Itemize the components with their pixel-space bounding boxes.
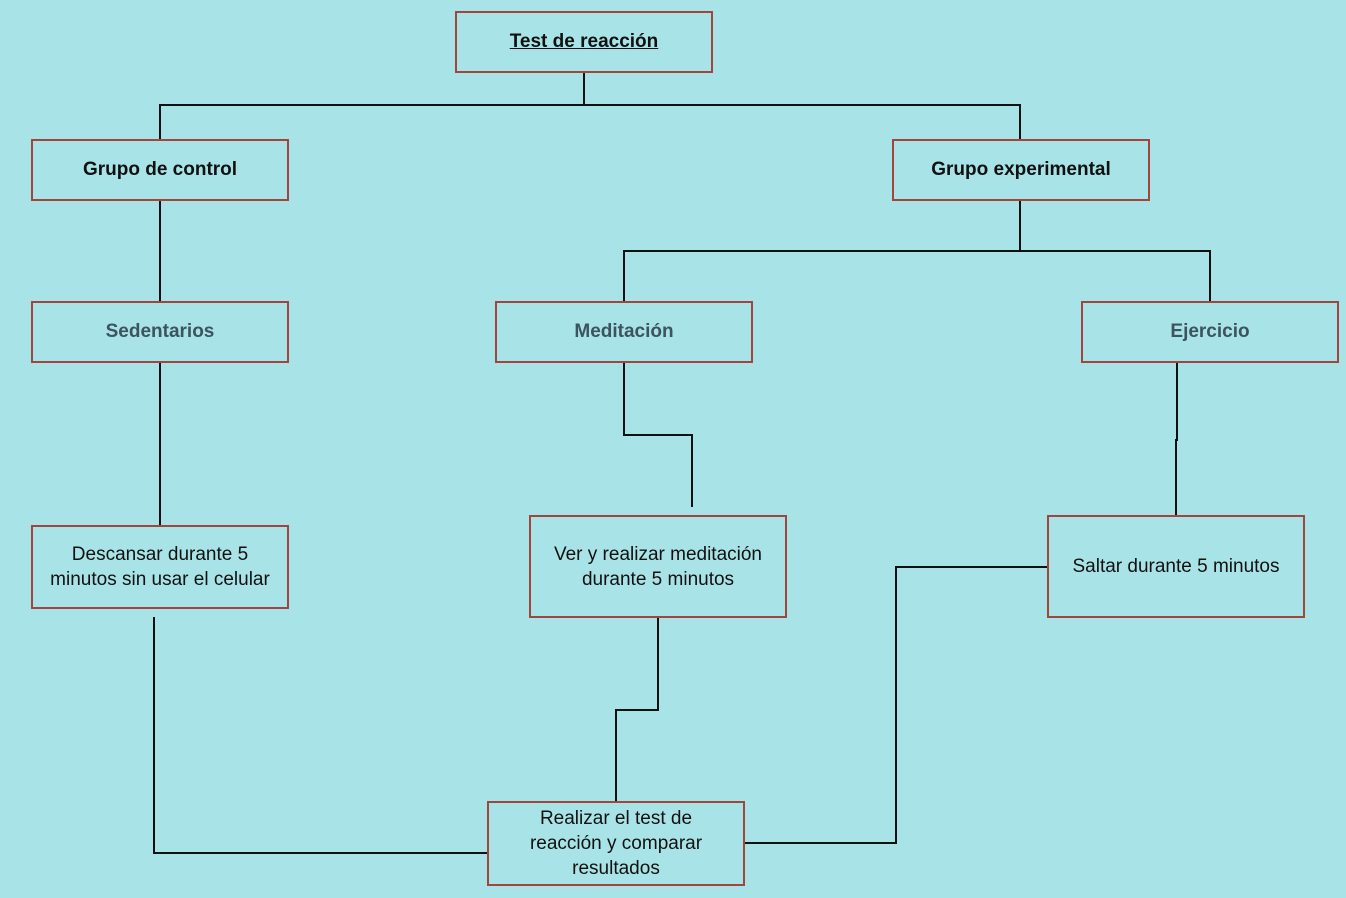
group-experimental-node: Grupo experimental [892,139,1150,201]
subgroup-sedentarios-label: Sedentarios [105,321,215,342]
activity-meditar-label: Ver y realizar meditación durante 5 minu… [553,543,763,590]
group-control-node: Grupo de control [31,139,289,201]
connector-root-to-experimental [584,104,1021,140]
connector-experimental-to-ejercicio [1020,250,1211,302]
group-experimental-label: Grupo experimental [931,159,1111,180]
activity-descansar-node: Descansar durante 5 minutos sin usar el … [31,525,289,609]
activity-saltar-node: Saltar durante 5 minutos [1047,515,1305,618]
connector-experimental-to-meditacion [623,250,1020,302]
final-label: Realizar el test de reacción y comparar … [529,808,703,879]
group-control-label: Grupo de control [82,159,238,180]
subgroup-sedentarios-node: Sedentarios [31,301,289,363]
subgroup-ejercicio-label: Ejercicio [1170,321,1250,342]
subgroup-meditacion-label: Meditación [574,321,674,342]
connector-saltar-to-final [744,566,1048,844]
subgroup-meditacion-node: Meditación [495,301,753,363]
connector-meditar-to-final [615,617,659,802]
connector-meditacion-to-meditar [623,362,693,507]
root-node: Test de reacción [455,11,713,73]
connector-root-to-control [159,104,584,140]
subgroup-ejercicio-node: Ejercicio [1081,301,1339,363]
connector-ejercicio-to-saltar [1175,362,1178,516]
connector-descansar-to-final [153,617,488,854]
final-node: Realizar el test de reacción y comparar … [487,801,745,886]
activity-meditar-node: Ver y realizar meditación durante 5 minu… [529,515,787,618]
activity-saltar-label: Saltar durante 5 minutos [1072,556,1280,577]
root-label: Test de reacción [509,31,659,52]
activity-descansar-label: Descansar durante 5 minutos sin usar el … [50,544,270,590]
